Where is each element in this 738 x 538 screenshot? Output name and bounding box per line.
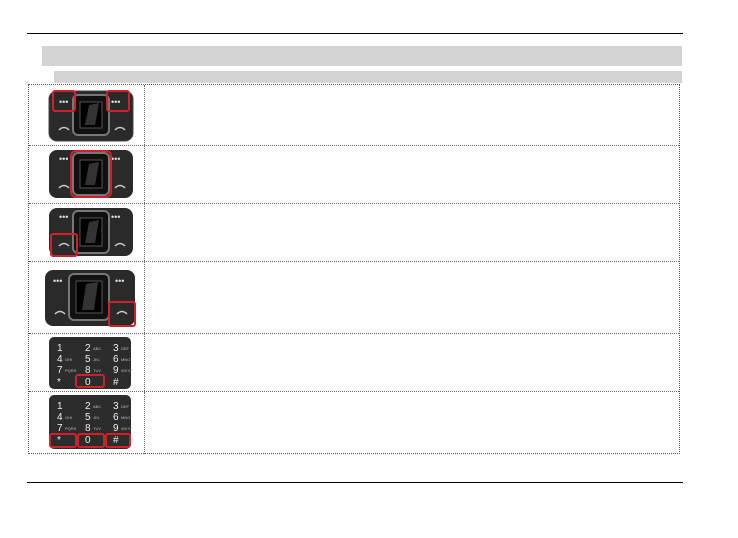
description-cell <box>146 85 679 145</box>
keypad-letters: PQRS <box>65 426 77 431</box>
keypad-digit: 5 <box>85 354 91 365</box>
keypad-digit: 4 <box>57 354 63 365</box>
description-cell <box>146 146 679 203</box>
keypad-digit: 7 <box>57 365 63 376</box>
description-cell <box>146 204 679 261</box>
keypad-digit: 1 <box>57 343 63 354</box>
keypad-digit: 2 <box>85 401 91 412</box>
svg-text:•••: ••• <box>59 154 68 164</box>
keypad-digit: 3 <box>113 343 119 354</box>
keypad-letters: TUV <box>93 368 101 373</box>
illustration-cell: ••• ••• <box>29 262 145 333</box>
keypad-letters: GHI <box>65 415 72 420</box>
keypad-digit: * <box>57 435 61 446</box>
svg-text:•••: ••• <box>111 97 120 107</box>
table-row: ••• ••• <box>29 262 679 334</box>
keypad-digit: 2 <box>85 343 91 354</box>
keypad-digit: # <box>113 435 119 446</box>
keypad-letters: MNO <box>121 415 130 420</box>
keypad-digit: 5 <box>85 412 91 423</box>
key-description-table: ••• ••• ••• ••• <box>28 84 680 454</box>
keypad-digit: # <box>113 377 119 388</box>
svg-text:•••: ••• <box>53 276 62 286</box>
svg-text:•••: ••• <box>59 97 68 107</box>
keypad-digit: 0 <box>85 377 91 388</box>
keypad-digit: 3 <box>113 401 119 412</box>
description-cell <box>146 334 679 391</box>
keypad-digit: * <box>57 377 61 388</box>
svg-text:•••: ••• <box>115 276 124 286</box>
keypad-letters: JKL <box>93 357 101 362</box>
keypad-digit: 8 <box>85 365 91 376</box>
keypad-digit: 6 <box>113 354 119 365</box>
keypad-digit: 6 <box>113 412 119 423</box>
phone-end-key-icon: ••• ••• <box>45 270 136 327</box>
keypad-letters: WXYZ <box>121 368 133 373</box>
illustration-cell: ••• ••• <box>29 146 145 203</box>
svg-text:•••: ••• <box>111 212 120 222</box>
keypad-letters: DEF <box>121 346 130 351</box>
keypad-letters: ABC <box>93 404 101 409</box>
keypad-letters: WXYZ <box>121 426 133 431</box>
table-row: ••• ••• <box>29 204 679 262</box>
top-rule <box>27 33 683 34</box>
keypad-digit: 4 <box>57 412 63 423</box>
keypad-letters: PQRS <box>65 368 77 373</box>
illustration-cell: ••• ••• <box>29 85 145 145</box>
keypad-digit: 9 <box>113 365 119 376</box>
illustration-cell: ••• ••• <box>29 204 145 261</box>
keypad-letters: ABC <box>93 346 101 351</box>
keypad-letters: JKL <box>93 415 101 420</box>
svg-text:•••: ••• <box>59 212 68 222</box>
description-cell <box>146 392 679 454</box>
keypad-letters: MNO <box>121 357 130 362</box>
subsection-header-bar <box>54 71 682 83</box>
keypad-digit: 0 <box>85 435 91 446</box>
phone-call-key-icon: ••• ••• <box>49 208 133 257</box>
keypad-digit: 8 <box>85 423 91 434</box>
keypad-digit: 9 <box>113 423 119 434</box>
keypad-digit: 1 <box>57 401 63 412</box>
table-row: ••• ••• <box>29 146 679 204</box>
table-row: ••• ••• <box>29 85 679 146</box>
phone-soft-keys-icon: ••• ••• <box>48 90 134 142</box>
svg-text:•••: ••• <box>111 154 120 164</box>
keypad-letters: TUV <box>93 426 101 431</box>
keypad-digit: 7 <box>57 423 63 434</box>
bottom-rule <box>27 482 683 483</box>
keypad-letters: DEF <box>121 404 130 409</box>
description-cell <box>146 262 679 333</box>
section-header-bar <box>42 46 682 66</box>
phone-navigation-key-icon: ••• ••• <box>49 150 133 198</box>
keypad-letters: GHI <box>65 357 72 362</box>
